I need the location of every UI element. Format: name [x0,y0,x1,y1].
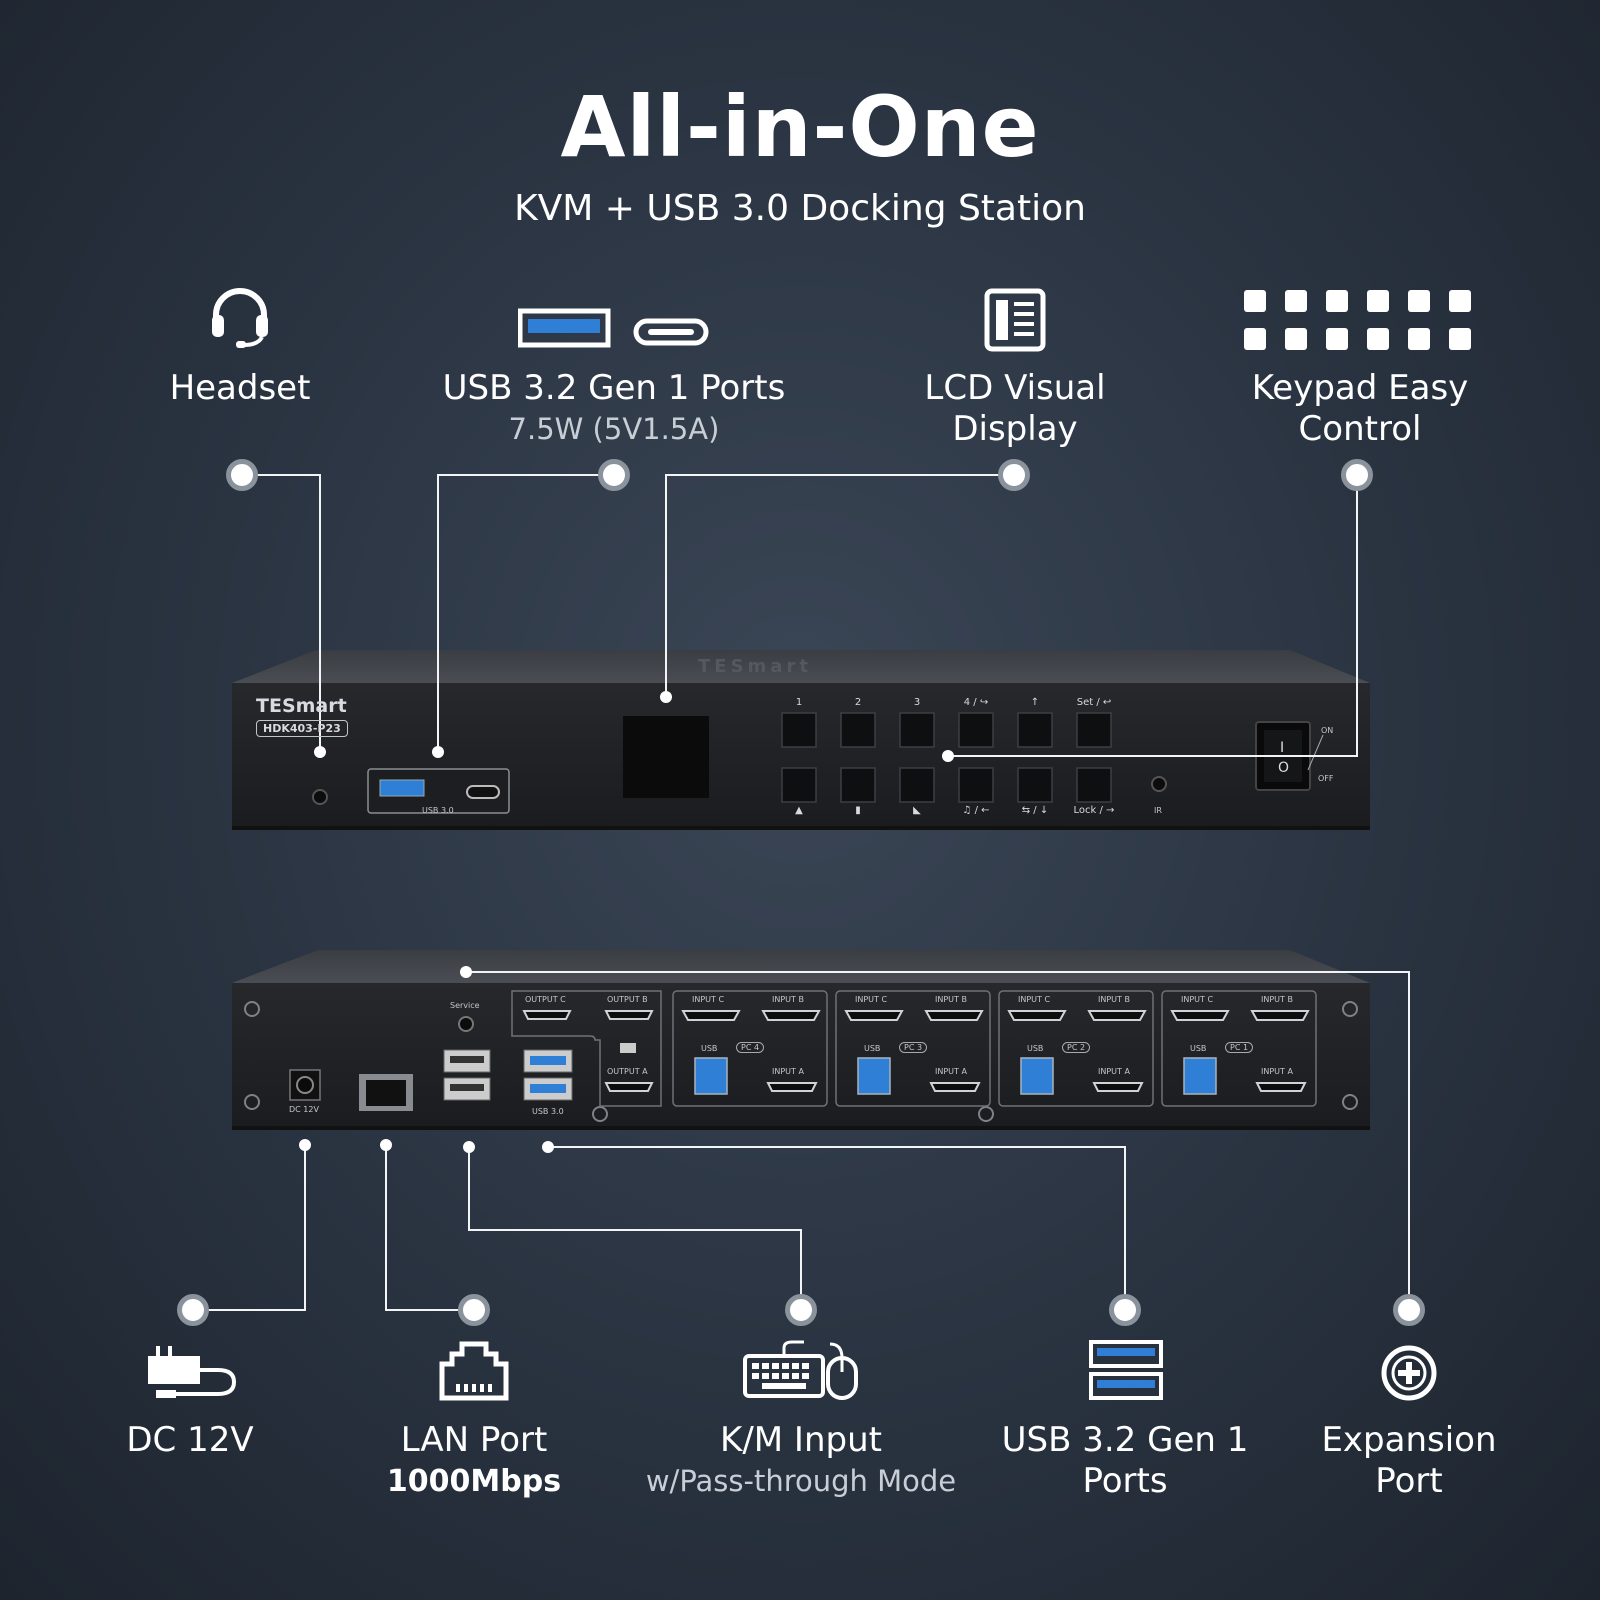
output-c-label: OUTPUT C [525,995,566,1004]
pc2-usb-label: USB [1027,1044,1044,1053]
keypad-label-line1: Keypad Easy [1251,368,1469,408]
key-label-b4: ♫ / ← [962,805,990,816]
pc1-usb-label: USB [1190,1044,1207,1053]
keyboard-mouse-icon [743,1340,858,1400]
rear-dc-label: DC 12V [289,1105,319,1114]
pc1-input-c: INPUT C [1181,995,1214,1004]
key-label-4: 4 / ↪ [963,697,989,708]
front-model-label: HDK403-P23 [256,720,348,737]
headset-feature: Headset [140,368,340,409]
lan-speed: 1000Mbps [386,1464,562,1499]
lcd-feature: LCD Visual Display [880,368,1150,450]
usb-rear-callout-dot [1109,1294,1141,1326]
output-b-label: OUTPUT B [607,995,648,1004]
dc-label: DC 12V [126,1420,254,1460]
pc4-input-c: INPUT C [692,995,725,1004]
lcd-callout-dot [998,459,1030,491]
key-label-3: 3 [913,697,921,708]
lcd-label-line1: LCD Visual [924,368,1106,408]
lan-port-icon [439,1341,509,1401]
lan-feature: LAN Port 1000Mbps [364,1420,584,1502]
usb-ports-feature: USB 3.2 Gen 1 Ports 7.5W (5V1.5A) [414,368,814,450]
pc3-input-a: INPUT A [935,1067,967,1076]
usb-ports-power: 7.5W (5V1.5A) [508,412,720,446]
key-label-set: Set / ↩ [1076,697,1112,708]
switch-off-label: OFF [1318,774,1334,783]
pc2-input-b: INPUT B [1098,995,1130,1004]
pc2-badge: PC 2 [1062,1042,1091,1053]
page-title: All-in-One [560,78,1040,176]
dc-callout-dot [177,1294,209,1326]
keypad-icon [1244,290,1471,350]
usb-ports-icon [518,308,709,348]
output-a-label: OUTPUT A [607,1067,648,1076]
usb-rear-label-line1: USB 3.2 Gen 1 [1001,1420,1249,1460]
pc4-input-b: INPUT B [772,995,804,1004]
pc2-input-a: INPUT A [1098,1067,1130,1076]
expansion-feature: Expansion Port [1290,1420,1528,1502]
lan-label: LAN Port [400,1420,548,1460]
key-label-up: ↑ [1030,697,1040,708]
keypad-callout-dot [1341,459,1373,491]
power-adapter-icon [148,1346,237,1398]
keypad-label-line2: Control [1298,409,1422,449]
keypad-feature: Keypad Easy Control [1220,368,1500,450]
headset-icon [212,288,268,348]
dc-feature: DC 12V [90,1420,290,1461]
usb-rear-feature: USB 3.2 Gen 1 Ports [990,1420,1260,1502]
page-subtitle: KVM + USB 3.0 Docking Station [514,188,1086,229]
pc1-input-a: INPUT A [1261,1067,1293,1076]
rear-panel-device [232,950,1370,1130]
pc1-badge: PC 1 [1225,1042,1254,1053]
expansion-callout-dot [1393,1294,1425,1326]
rear-usb-label: USB 3.0 [532,1107,564,1116]
key-label-b3: ◣ [913,805,921,816]
lcd-label-line2: Display [952,409,1078,449]
headset-callout-dot [226,459,258,491]
pc4-input-a: INPUT A [772,1067,804,1076]
km-mode: w/Pass-through Mode [645,1464,957,1498]
km-callout-dot [785,1294,817,1326]
front-brand-logo: TESmart [256,695,347,717]
km-feature: K/M Input w/Pass-through Mode [620,1420,982,1502]
pc3-usb-label: USB [864,1044,881,1053]
key-label-b5: ⇆ / ↓ [1021,805,1049,816]
key-label-2: 2 [854,697,862,708]
key-label-1: 1 [795,697,803,708]
front-usb-label: USB 3.0 [422,806,454,815]
key-label-b2: ▮ [855,805,861,816]
usb-stack-icon [1089,1340,1163,1400]
expansion-plus-icon [1381,1345,1437,1401]
pc4-badge: PC 4 [736,1042,765,1053]
switch-i-mark: I [1280,740,1285,756]
ir-label: IR [1154,806,1162,815]
front-panel-device [232,650,1370,830]
switch-on-label: ON [1321,726,1334,735]
expansion-label-line1: Expansion [1321,1420,1497,1460]
usb-rear-label-line2: Ports [1082,1461,1168,1501]
key-label-b1: ▲ [795,805,803,816]
key-label-lock: Lock / → [1073,805,1115,816]
pc3-input-b: INPUT B [935,995,967,1004]
switch-o-mark: O [1278,760,1290,776]
lcd-display-icon [984,288,1046,352]
pc2-input-c: INPUT C [1018,995,1051,1004]
pc4-usb-label: USB [701,1044,718,1053]
usb-ports-label: USB 3.2 Gen 1 Ports [442,368,786,408]
top-brand-emboss: TESmart [698,656,812,677]
pc3-input-c: INPUT C [855,995,888,1004]
headset-label: Headset [169,368,311,408]
km-label: K/M Input [720,1420,882,1460]
lan-callout-dot [458,1294,490,1326]
pc1-input-b: INPUT B [1261,995,1293,1004]
rear-service-label: Service [450,1001,480,1010]
expansion-label-line2: Port [1375,1461,1443,1501]
pc3-badge: PC 3 [899,1042,928,1053]
usb-callout-dot [598,459,630,491]
